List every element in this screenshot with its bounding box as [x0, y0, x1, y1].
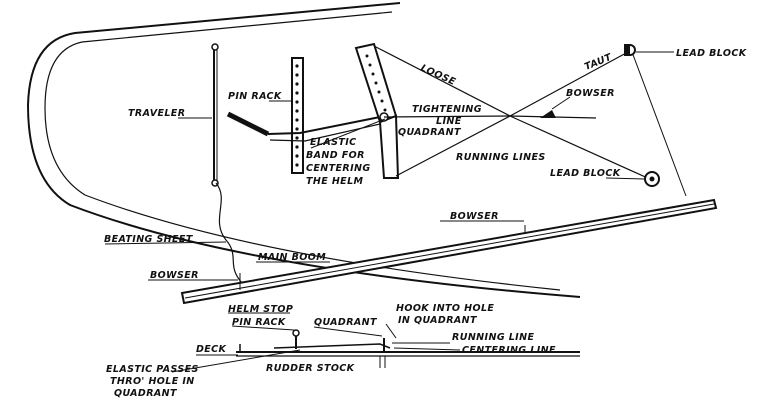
label-elastic-3: QUADRANT — [114, 388, 178, 399]
label-pin-rack: PIN RACK — [228, 91, 282, 102]
label-elastic-2: THRO' HOLE IN — [110, 376, 195, 387]
label-quadrant: QUADRANT — [398, 127, 462, 138]
label-helm-stop: HELM STOP — [228, 304, 293, 315]
label-elastic-1: ELASTIC PASSES — [106, 364, 199, 375]
beating-sheet — [215, 182, 243, 284]
traveler-bar — [211, 43, 219, 187]
pin-rack — [291, 57, 304, 174]
label-running-line: RUNNING LINE — [452, 332, 534, 343]
label-quadrant-detail: QUADRANT — [314, 317, 378, 328]
lead-block-top — [624, 44, 674, 56]
label-bowser-upper: BOWSER — [566, 88, 615, 99]
plan-labels: TRAVELER PIN RACK LOOSE TAUT LEAD BLOCK … — [104, 48, 747, 281]
label-bowser-middle: BOWSER — [450, 211, 499, 222]
label-taut: TAUT — [583, 52, 615, 73]
label-hook-2: IN QUADRANT — [398, 315, 478, 326]
label-traveler: TRAVELER — [128, 108, 185, 119]
label-rudder-stock: RUDDER STOCK — [266, 363, 355, 374]
label-main-boom: MAIN BOOM — [258, 252, 326, 263]
label-elastic-band-3: CENTERING — [306, 163, 371, 174]
label-loose: LOOSE — [419, 63, 458, 88]
bowser-upper — [540, 96, 571, 118]
label-lead-block-top: LEAD BLOCK — [676, 48, 747, 59]
lead-block-lower — [605, 171, 660, 187]
label-tightening-line-1: TIGHTENING — [412, 104, 482, 115]
label-centering-line: CENTERING LINE — [462, 345, 556, 356]
label-deck: DECK — [196, 344, 227, 355]
label-elastic-band-1: ELASTIC — [310, 137, 357, 148]
detail-labels: HELM STOP PIN RACK QUADRANT HOOK INTO HO… — [106, 303, 556, 399]
label-elastic-band-2: BAND FOR — [306, 150, 365, 161]
tiller — [226, 111, 381, 142]
label-hook-1: HOOK INTO HOLE — [396, 303, 494, 314]
label-pin-rack-detail: PIN RACK — [232, 317, 286, 328]
label-running-lines: RUNNING LINES — [456, 152, 546, 163]
label-lead-block-lower: LEAD BLOCK — [550, 168, 621, 179]
running-lines — [373, 45, 687, 197]
label-beating-sheet: BEATING SHEET — [104, 234, 194, 245]
label-tightening-line-2: LINE — [436, 116, 462, 127]
label-bowser-left: BOWSER — [150, 270, 199, 281]
quadrant — [354, 42, 400, 179]
label-elastic-band-4: THE HELM — [306, 176, 364, 187]
section-detail — [236, 329, 580, 368]
main-boom — [180, 198, 718, 305]
